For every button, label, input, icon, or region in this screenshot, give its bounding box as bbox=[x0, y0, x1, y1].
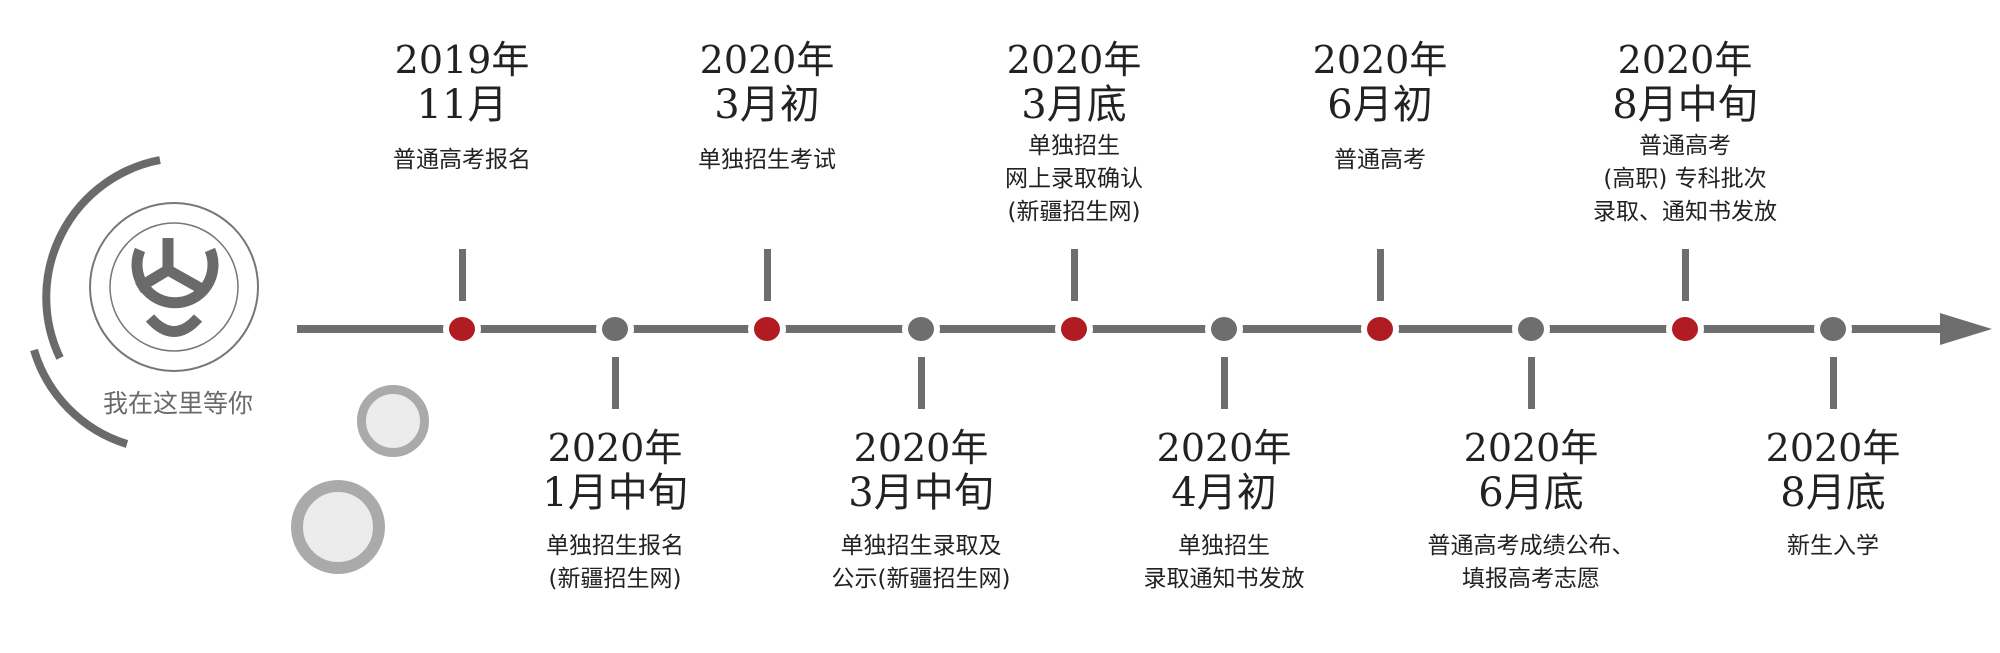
timeline-stem bbox=[1528, 357, 1535, 409]
event-description-line: (新疆招生网) bbox=[1007, 199, 1141, 225]
timeline-stem bbox=[1071, 249, 1078, 301]
event-description: 新生入学 bbox=[1683, 530, 1983, 563]
event-description: 单独招生录取通知书发放 bbox=[1074, 530, 1374, 596]
event-year: 2020年 bbox=[853, 426, 989, 470]
event-month: 11月 bbox=[416, 82, 508, 128]
timeline-stem bbox=[918, 357, 925, 409]
event-description: 普通高考成绩公布、填报高考志愿 bbox=[1381, 530, 1681, 596]
event-year: 2020年 bbox=[1463, 426, 1599, 470]
timeline-dot bbox=[1211, 317, 1237, 341]
event-year: 2020年 bbox=[547, 426, 683, 470]
event-month: 8月中旬 bbox=[1612, 82, 1758, 128]
event-description-line: 普通高考 bbox=[1639, 133, 1731, 159]
event-description-line: 单独招生考试 bbox=[698, 147, 836, 173]
timeline-axis bbox=[297, 325, 1977, 333]
decor-circle-large bbox=[291, 480, 385, 574]
event-description-line: 录取通知书发放 bbox=[1143, 566, 1305, 592]
timeline-dot bbox=[449, 317, 475, 341]
event-description-line: 新生入学 bbox=[1787, 533, 1879, 559]
timeline-dot bbox=[1518, 317, 1544, 341]
college-logo bbox=[30, 156, 259, 448]
event-description: 普通高考 (高职) 专科批次录取、通知书发放 bbox=[1535, 130, 1835, 229]
timeline-dot bbox=[1672, 317, 1698, 341]
decor-arc-upper bbox=[42, 156, 161, 360]
event-description-line: 单独招生录取及 bbox=[840, 533, 1002, 559]
event-description-line: 公示(新疆招生网) bbox=[831, 566, 1011, 592]
decor-circle-small bbox=[357, 385, 429, 457]
event-month: 3月中旬 bbox=[848, 470, 994, 516]
event-description-line: 普通高考成绩公布、 bbox=[1427, 533, 1635, 559]
timeline-stem bbox=[1682, 249, 1689, 301]
event-description-line: 网上录取确认 bbox=[1005, 166, 1143, 192]
event-description-line: 普通高考报名 bbox=[393, 147, 531, 173]
event-description-line: (高职) 专科批次 bbox=[1603, 166, 1767, 192]
event-description-line: 单独招生 bbox=[1028, 133, 1120, 159]
event-description: 普通高考 bbox=[1230, 144, 1530, 177]
seal-inner-ring bbox=[109, 222, 239, 352]
timeline-stem bbox=[764, 249, 771, 301]
timeline-stem bbox=[1377, 249, 1384, 301]
event-year: 2020年 bbox=[1765, 426, 1901, 470]
timeline-dot bbox=[602, 317, 628, 341]
event-month: 6月初 bbox=[1327, 82, 1433, 128]
event-year: 2020年 bbox=[1156, 426, 1292, 470]
timeline-stem bbox=[1221, 357, 1228, 409]
event-month: 4月初 bbox=[1171, 470, 1277, 516]
event-description-line: 录取、通知书发放 bbox=[1593, 199, 1777, 225]
timeline-dot bbox=[1061, 317, 1087, 341]
event-description: 单独招生网上录取确认 (新疆招生网) bbox=[924, 130, 1224, 229]
decor-arc-lower bbox=[30, 348, 129, 448]
event-description-line: 单独招生报名 bbox=[546, 533, 684, 559]
event-month: 3月初 bbox=[714, 82, 820, 128]
event-month: 8月底 bbox=[1780, 470, 1886, 516]
timeline-dot bbox=[1820, 317, 1846, 341]
event-description-line: 单独招生 bbox=[1178, 533, 1270, 559]
timeline-stem bbox=[459, 249, 466, 301]
event-description: 单独招生报名 (新疆招生网) bbox=[465, 530, 765, 596]
event-year: 2020年 bbox=[1312, 38, 1448, 82]
event-description-line: 填报高考志愿 bbox=[1462, 566, 1600, 592]
timeline-dot bbox=[908, 317, 934, 341]
event-description: 单独招生录取及公示(新疆招生网) bbox=[771, 530, 1071, 596]
event-month: 1月中旬 bbox=[542, 470, 688, 516]
steering-wheel-icon bbox=[131, 238, 219, 337]
event-year: 2020年 bbox=[1006, 38, 1142, 82]
timeline-dot bbox=[754, 317, 780, 341]
event-description: 单独招生考试 bbox=[617, 144, 917, 177]
timeline-stem bbox=[1830, 357, 1837, 409]
event-description-line: (新疆招生网) bbox=[548, 566, 682, 592]
timeline-dot bbox=[1367, 317, 1393, 341]
event-year: 2019年 bbox=[394, 38, 530, 82]
event-year: 2020年 bbox=[699, 38, 835, 82]
tagline: 我在这里等你 bbox=[103, 389, 254, 418]
event-year: 2020年 bbox=[1617, 38, 1753, 82]
event-month: 6月底 bbox=[1478, 470, 1584, 516]
event-description-line: 普通高考 bbox=[1334, 147, 1426, 173]
arrow-head-icon bbox=[1940, 313, 1992, 345]
event-month: 3月底 bbox=[1021, 82, 1127, 128]
timeline-stem bbox=[612, 357, 619, 409]
event-description: 普通高考报名 bbox=[312, 144, 612, 177]
seal-outer-ring bbox=[89, 202, 259, 372]
